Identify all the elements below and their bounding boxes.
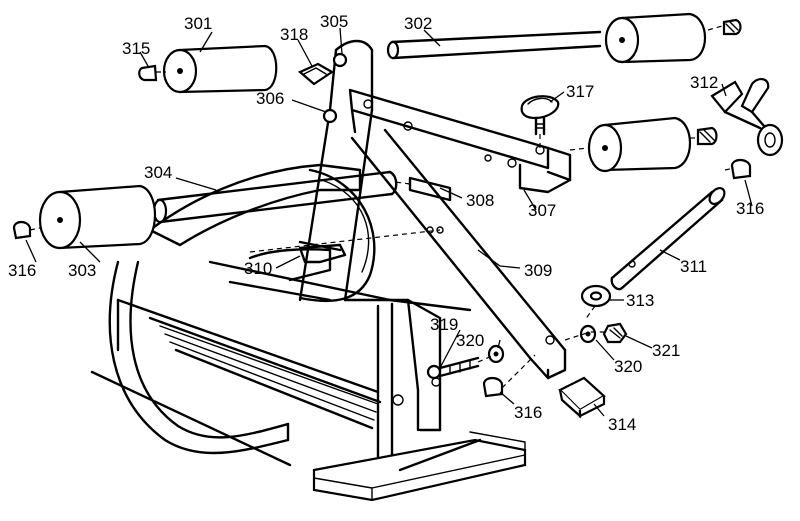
label-302: 302 (404, 14, 432, 33)
label-316-bottom: 316 (514, 403, 542, 422)
label-304: 304 (144, 163, 172, 182)
front-crossbar-304 (152, 170, 398, 224)
knob-317 (520, 95, 560, 136)
nut-321 (602, 322, 628, 344)
clip-312 (710, 78, 784, 157)
end-cap-302 (722, 18, 742, 36)
part-labels: 301 302 303 304 305 306 307 308 309 310 … (8, 12, 764, 434)
washer-320-left (487, 344, 505, 364)
alignment-lines (29, 25, 735, 389)
label-311: 311 (680, 257, 707, 276)
bracket-318 (297, 62, 335, 86)
end-cap-316-left (12, 220, 32, 240)
label-315: 315 (122, 39, 150, 58)
label-321: 321 (652, 341, 680, 360)
label-320-right: 320 (614, 357, 642, 376)
roller-pad-303 (38, 184, 157, 250)
label-306: 306 (256, 89, 284, 108)
label-314: 314 (608, 415, 636, 434)
label-303: 303 (68, 261, 96, 280)
label-312: 312 (690, 73, 718, 92)
roller-pad-right (587, 116, 692, 173)
end-cap-right-roller (696, 126, 718, 146)
label-320-left: 320 (456, 331, 484, 350)
label-308: 308 (466, 191, 494, 210)
bolt-319 (426, 356, 480, 380)
washer-313 (580, 284, 612, 308)
pin-311 (610, 187, 726, 291)
label-309: 309 (524, 261, 552, 280)
leader-lines (25, 27, 753, 417)
label-316-right: 316 (736, 199, 764, 218)
label-301: 301 (184, 14, 212, 33)
label-305: 305 (320, 12, 348, 31)
base-frame (90, 260, 527, 502)
label-318: 318 (280, 25, 308, 44)
label-310: 310 (244, 259, 272, 278)
bracket-308 (408, 176, 452, 202)
upper-arm-307 (348, 88, 572, 194)
label-319: 319 (430, 315, 458, 334)
upper-rod-302 (386, 30, 602, 60)
label-307: 307 (528, 201, 556, 220)
label-313: 313 (626, 291, 654, 310)
main-tube-309 (298, 39, 567, 380)
end-cap-316-right (730, 158, 752, 180)
roller-pad-302-end (604, 12, 706, 64)
bolt-306 (322, 52, 348, 124)
block-314 (558, 376, 606, 419)
end-cap-316-bottom (482, 376, 504, 398)
roller-pad-301 (162, 44, 278, 94)
end-cap-315 (138, 64, 158, 82)
seat-assembly (148, 163, 434, 303)
label-316-left: 316 (8, 261, 36, 280)
bolt-305-top (332, 52, 348, 68)
label-317: 317 (566, 82, 594, 101)
